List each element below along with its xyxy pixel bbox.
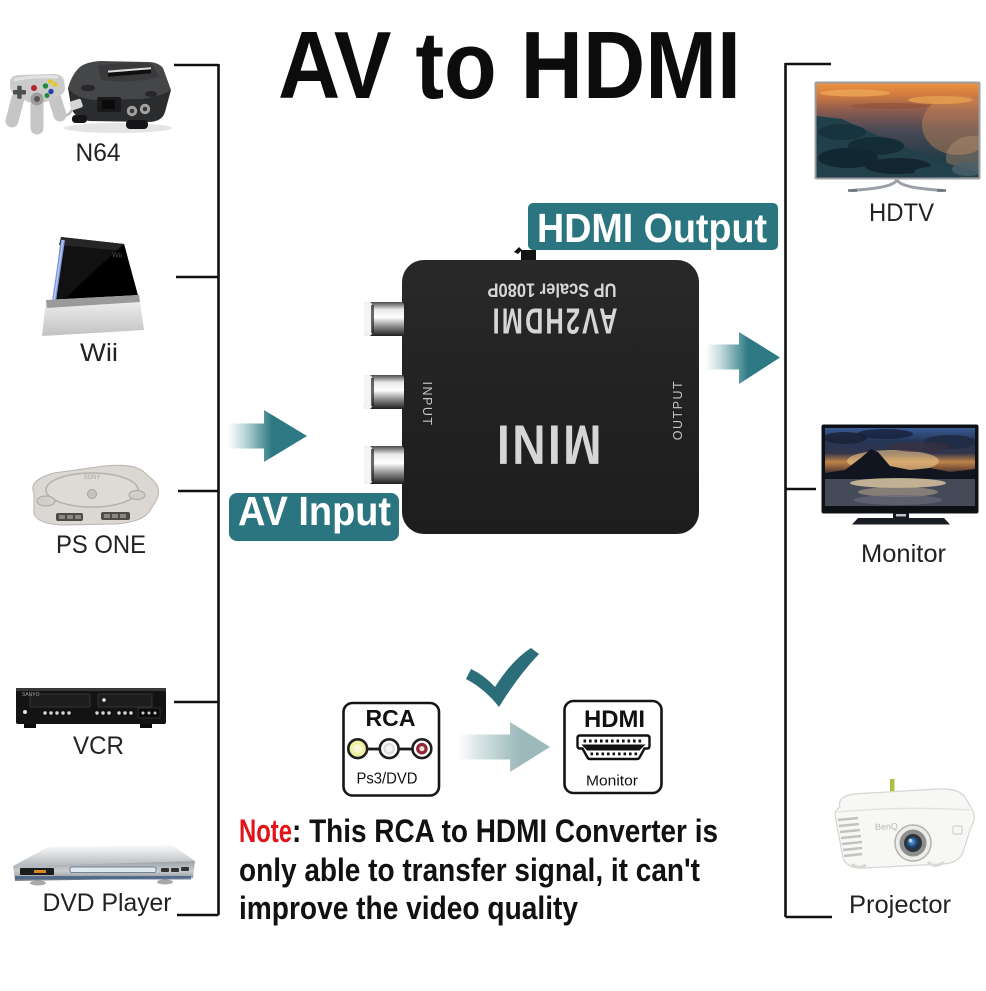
svg-text:Monitor: Monitor [861,540,946,568]
svg-text:Wii: Wii [80,339,118,367]
svg-text:INPUT: INPUT [420,382,434,427]
svg-text:Monitor: Monitor [586,774,638,790]
svg-text:Projector: Projector [849,891,951,919]
svg-text:: This RCA to HDMI Converter i: : This RCA to HDMI Converter is [292,813,718,849]
svg-text:Ps3/DVD: Ps3/DVD [357,771,418,788]
svg-text:only able to transfer signal,: only able to transfer signal, it can't [239,852,700,888]
svg-text:HDMI Output: HDMI Output [537,205,767,251]
svg-text:DVD Player: DVD Player [43,889,172,917]
svg-text:BenQ: BenQ [875,821,898,832]
svg-text:N64: N64 [76,139,121,167]
svg-text:PS ONE: PS ONE [56,531,146,559]
svg-text:AV Input: AV Input [238,488,391,534]
svg-text:Note: Note [239,813,292,849]
svg-text:OUTPUT: OUTPUT [671,380,685,440]
svg-text:SONY: SONY [83,475,100,481]
svg-text:improve the video quality: improve the video quality [239,890,578,926]
svg-text:RCA: RCA [366,705,416,731]
svg-text:HDTV: HDTV [869,199,934,227]
svg-text:AV to HDMI: AV to HDMI [278,12,741,119]
svg-text:HDMI: HDMI [584,706,645,733]
svg-text:AV2HDMI: AV2HDMI [491,301,618,342]
svg-text:MINI: MINI [495,414,602,477]
svg-text:SANYO: SANYO [22,692,40,698]
svg-text:Wii: Wii [112,252,123,260]
svg-text:UP Scaler 1080P: UP Scaler 1080P [487,279,616,300]
svg-text:VCR: VCR [73,732,124,760]
